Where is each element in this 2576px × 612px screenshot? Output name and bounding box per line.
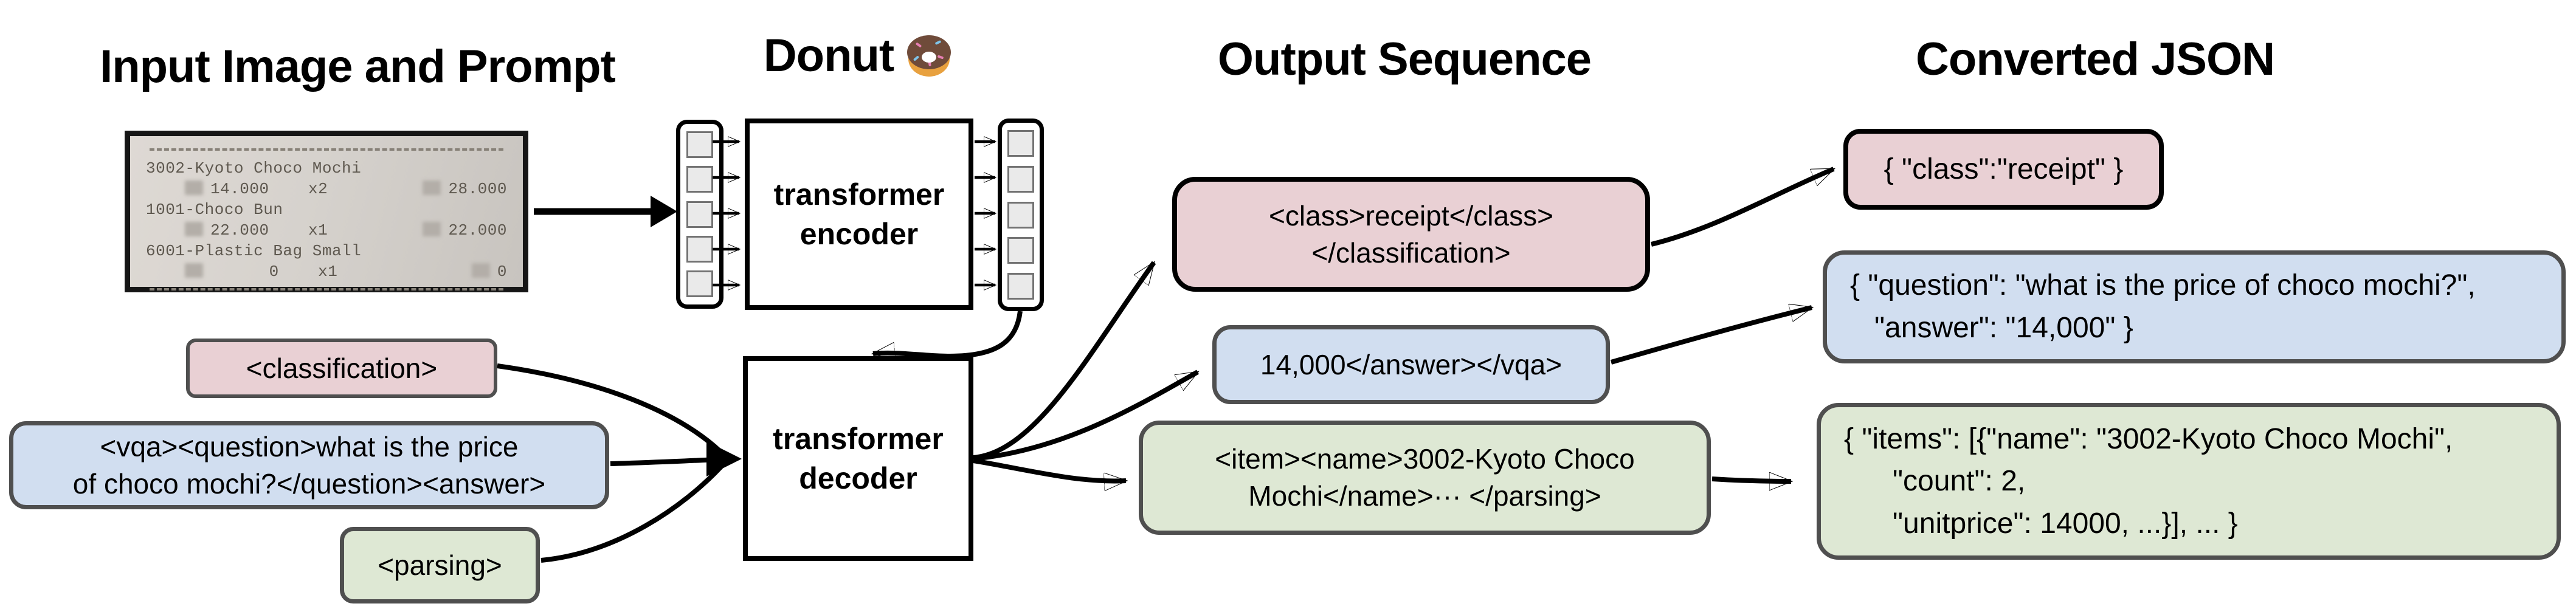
output-classification: <class>receipt</class> </classification> — [1172, 177, 1650, 292]
prompt-vqa: <vqa><question>what is the price of choc… — [9, 421, 609, 509]
heading-donut: Donut — [711, 32, 1003, 80]
arrowhead-prompts-to-decoder — [706, 441, 742, 476]
redaction-blur — [185, 263, 203, 278]
receipt-item-qty: 14.000 x2 — [210, 180, 328, 198]
receipt-item-name: 6001-Plastic Bag Small — [146, 242, 362, 260]
arrow-output-to-json-vqa — [1610, 308, 1812, 365]
patch-token — [686, 166, 713, 193]
arrow-output-to-json-parsing — [1711, 479, 1791, 481]
receipt-item-name: 3002-Kyoto Choco Mochi — [146, 159, 362, 177]
prompt-parsing: <parsing> — [340, 527, 540, 603]
patch-token — [1007, 237, 1034, 264]
redaction-blur — [423, 181, 441, 195]
patch-token — [1007, 130, 1034, 157]
receipt-item-row: 14.000 x2 28.000 — [146, 180, 507, 198]
transformer-encoder-box: transformer encoder — [745, 119, 973, 310]
patch-token — [1007, 201, 1034, 229]
patch-token — [1007, 165, 1034, 193]
patch-token — [686, 270, 713, 297]
encoder-input-patch-tokens — [676, 120, 723, 309]
donut-icon — [907, 35, 951, 77]
redaction-blur — [423, 222, 441, 236]
receipt-item-total: 22.000 — [448, 221, 507, 239]
encoder-output-embedding-tokens — [998, 119, 1044, 311]
arrow-output-to-json-classification — [1651, 167, 1834, 247]
receipt-input-image: 3002-Kyoto Choco Mochi 14.000 x2 28.000 … — [125, 131, 528, 292]
redaction-blur — [471, 263, 490, 278]
output-parsing: <item><name>3002-Kyoto Choco Mochi</name… — [1139, 421, 1711, 535]
redaction-blur — [185, 222, 203, 236]
patch-token — [686, 201, 713, 228]
receipt-item-total: 0 — [497, 263, 507, 281]
receipt-item-name: 1001-Choco Bun — [146, 201, 283, 219]
output-vqa: 14,000</answer></vqa> — [1212, 325, 1610, 404]
receipt-item-row: 0 x1 0 — [146, 263, 507, 281]
arrow-embeddings-to-decoder — [873, 311, 1023, 356]
receipt-item-row: 22.000 x1 22.000 — [146, 221, 507, 239]
receipt-divider-top — [150, 148, 503, 151]
patch-token — [686, 131, 713, 158]
receipt-divider-bottom — [150, 288, 503, 291]
arrow-prompt-vqa-to-decoder — [610, 457, 722, 466]
receipt-item-qty: 0 x1 — [210, 263, 338, 281]
redaction-blur — [185, 181, 203, 195]
heading-converted-json: Converted JSON — [1916, 33, 2275, 85]
receipt-item-total: 28.000 — [448, 180, 507, 198]
json-parsing: { "items": [{"name": "3002-Kyoto Choco M… — [1817, 403, 2561, 560]
json-vqa: { "question": "what is the price of choc… — [1823, 250, 2566, 363]
transformer-decoder-box: transformer decoder — [743, 356, 973, 561]
heading-donut-label: Donut — [763, 30, 894, 81]
patch-token — [1007, 273, 1034, 300]
patch-token — [686, 235, 713, 263]
heading-output-sequence: Output Sequence — [1217, 33, 1592, 85]
arrow-decoder-to-output-parsing — [973, 458, 1126, 481]
heading-input-image-and-prompt: Input Image and Prompt — [100, 41, 616, 92]
prompt-classification: <classification> — [186, 339, 497, 398]
json-classification: { "class":"receipt" } — [1843, 129, 2164, 210]
receipt-item-qty: 22.000 x1 — [210, 221, 328, 239]
arrowhead-receipt-to-encoder — [651, 196, 677, 227]
